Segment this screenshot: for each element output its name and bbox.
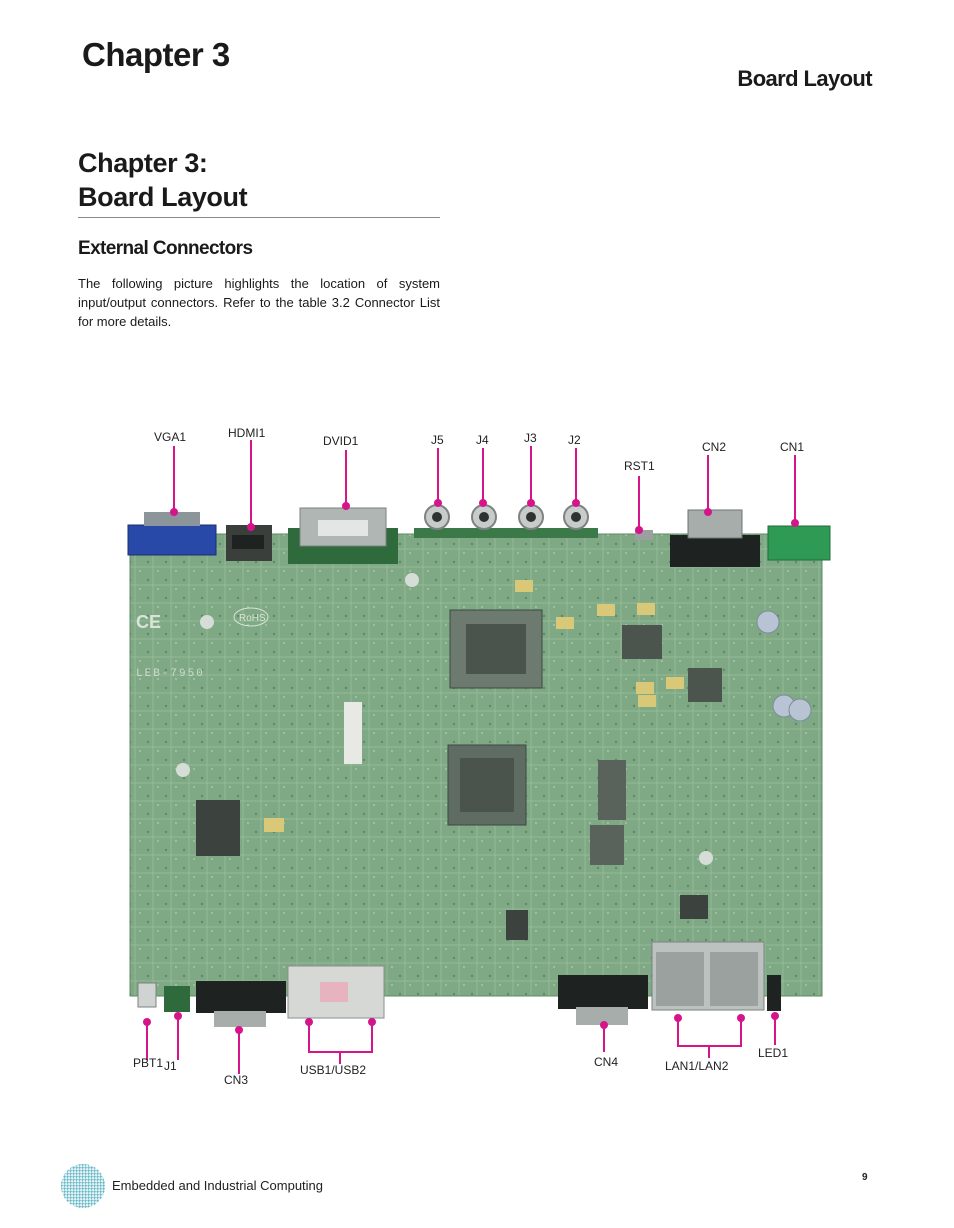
bottom-labels: PBT1 J1 CN3 USB1/USB2 CN4 LAN1/LAN2 LED1 — [133, 1046, 788, 1087]
label-hdmi1: HDMI1 — [228, 426, 266, 440]
page-title-line2: Board Layout — [78, 182, 248, 212]
top-connectors — [127, 504, 831, 567]
title-divider — [78, 217, 440, 218]
pcb-board: CE RoHS LEB-7950 — [129, 533, 823, 997]
label-cn1: CN1 — [780, 440, 804, 454]
cn3-connector — [196, 981, 286, 1013]
rst1-button — [635, 530, 653, 540]
cn1-connector — [767, 525, 831, 561]
page-title: Chapter 3: Board Layout — [78, 146, 248, 214]
label-j4: J4 — [476, 433, 489, 447]
label-rst1: RST1 — [624, 459, 655, 473]
label-j3: J3 — [524, 431, 537, 445]
cn2-connector — [670, 535, 760, 567]
board-model-text: LEB-7950 — [136, 668, 205, 680]
label-j1: J1 — [164, 1059, 177, 1073]
footer-company-line: Embedded and Industrial Computing — [112, 1178, 324, 1193]
intro-paragraph: The following picture highlights the loc… — [78, 276, 440, 329]
page-number: 9 — [862, 1172, 868, 1183]
top-labels: VGA1 HDMI1 DVID1 J5 J4 J3 J2 RST1 CN2 CN… — [154, 426, 804, 473]
j1-connector — [164, 986, 190, 1012]
label-cn3: CN3 — [224, 1073, 248, 1087]
ce-mark: CE — [136, 612, 161, 632]
label-usb: USB1/USB2 — [300, 1063, 366, 1077]
label-cn2: CN2 — [702, 440, 726, 454]
rohs-mark: RoHS — [239, 613, 266, 624]
section-heading: Board Layout — [737, 66, 872, 91]
vga1-connector — [127, 524, 217, 556]
label-cn4: CN4 — [594, 1055, 618, 1069]
cn4-connector — [558, 975, 648, 1009]
company-logo-icon — [61, 1164, 105, 1208]
label-j2: J2 — [568, 433, 581, 447]
bottom-connectors — [137, 941, 781, 1027]
chapter-heading: Chapter 3 — [82, 36, 230, 73]
pbt1-button — [137, 982, 157, 1008]
label-vga1: VGA1 — [154, 430, 186, 444]
led1-connector — [767, 975, 781, 1011]
audio-jacks — [414, 504, 598, 538]
label-j5: J5 — [431, 433, 444, 447]
label-pbt1: PBT1 — [133, 1056, 163, 1070]
label-dvid1: DVID1 — [323, 434, 359, 448]
label-led1: LED1 — [758, 1046, 788, 1060]
page-title-line1: Chapter 3: — [78, 148, 208, 178]
callout-lines — [143, 440, 799, 1074]
label-lan: LAN1/LAN2 — [665, 1059, 729, 1073]
subheading: External Connectors — [78, 238, 253, 259]
